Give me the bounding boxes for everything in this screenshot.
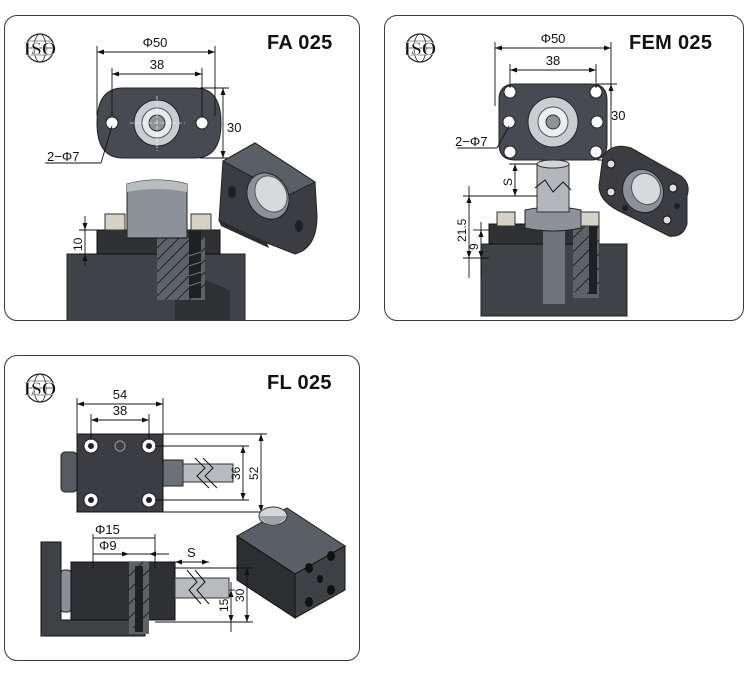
fl-dim-h-inner: 36 xyxy=(229,466,243,480)
panel-title: FA 025 xyxy=(267,32,333,54)
fl-dim-bore2: Φ9 xyxy=(99,538,117,553)
fa-dim-height: 30 xyxy=(227,120,241,135)
fl-dim-side-h2: 15 xyxy=(217,598,231,612)
fl-dim-outer: 54 xyxy=(113,387,127,402)
fem-drawing: Φ50 38 30 2−Φ7 xyxy=(455,31,689,317)
fem-dim-s: S xyxy=(501,178,515,186)
fem-dim-height: 30 xyxy=(611,108,625,123)
fem-dim-h2: 9 xyxy=(467,243,481,250)
iso-logo-icon: ISO xyxy=(23,33,57,63)
fa-dim-thickness: 10 xyxy=(71,237,85,251)
fa-top-flange xyxy=(96,87,222,159)
fl-iso-block xyxy=(236,506,346,619)
fa-dim-outer: Φ50 xyxy=(143,35,168,50)
fl-dim-s: S xyxy=(187,545,196,560)
iso-logo-text: ISO xyxy=(404,39,437,60)
fa-drawing: Φ50 38 30 2−Φ7 xyxy=(45,35,318,320)
fl-dim-inner: 38 xyxy=(113,403,127,418)
fa-dim-inner: 38 xyxy=(150,57,164,72)
panel-fl: FL 025 ISO 54 38 xyxy=(4,355,360,661)
fa-iso-flange xyxy=(218,142,318,255)
fa-section-view xyxy=(66,179,246,320)
panel-fa: FA 025 ISO Φ50 38 xyxy=(4,15,360,321)
fem-top-flange xyxy=(498,83,608,161)
fl-dim-h-outer: 52 xyxy=(247,466,261,480)
fem-dim-h1: 21.5 xyxy=(455,218,469,242)
iso-logo-icon: ISO xyxy=(23,373,57,403)
iso-logo-text: ISO xyxy=(24,379,57,400)
panel-title: FEM 025 xyxy=(629,32,713,54)
fem-dim-outer: Φ50 xyxy=(541,31,566,46)
iso-logo-text: ISO xyxy=(24,39,57,60)
iso-logo-icon: ISO xyxy=(403,33,437,63)
fa-dim-holes: 2−Φ7 xyxy=(47,149,79,164)
fem-iso-flange xyxy=(598,145,689,237)
fl-top-view xyxy=(60,433,234,513)
fem-dim-inner: 38 xyxy=(546,53,560,68)
fem-dim-holes: 2−Φ7 xyxy=(455,134,487,149)
fl-section-view xyxy=(40,541,230,637)
fl-dim-bore1: Φ15 xyxy=(95,522,120,537)
panel-title: FL 025 xyxy=(267,372,332,394)
fl-dim-side-h: 30 xyxy=(233,588,247,602)
panel-fem: FEM 025 ISO Φ50 38 30 xyxy=(384,15,744,321)
fl-drawing: 54 38 36 52 xyxy=(40,387,346,637)
fem-section-view xyxy=(480,159,628,317)
